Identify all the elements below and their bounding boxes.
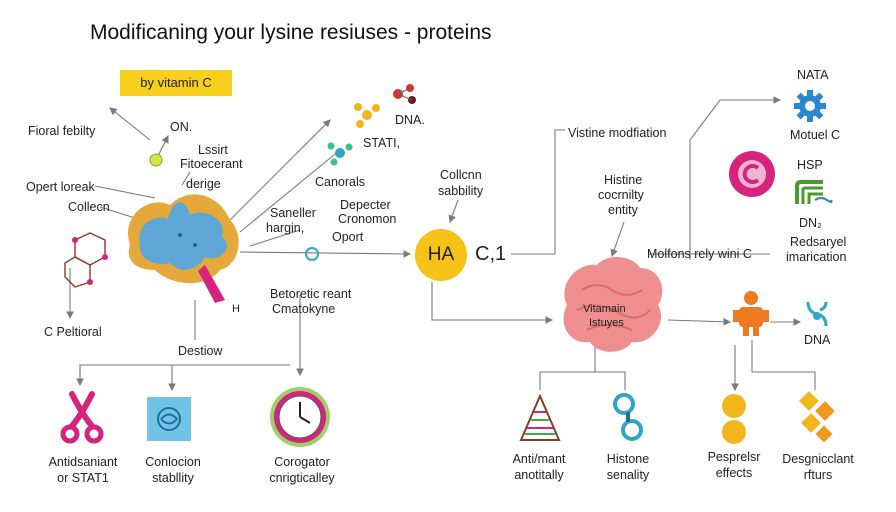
collagen-box-icon xyxy=(147,397,191,441)
label-histine: Histine xyxy=(604,173,643,187)
label-fitoecerant: Fitoecerant xyxy=(180,157,243,171)
bottom-label-5-line2: senality xyxy=(606,468,650,482)
label-cronomon: Cronomon xyxy=(338,212,397,226)
page-title: Modificaning your lysine resiuses - prot… xyxy=(90,21,492,44)
protein-structure-icon xyxy=(128,194,239,303)
bottom-label-3-line2: cnrigticalley xyxy=(269,471,335,485)
label-vitamain: Vitamain xyxy=(583,303,626,315)
bottom-label-4-line2: anotitally xyxy=(514,468,564,482)
label-redsaryel: Redsaryel xyxy=(790,235,847,249)
ha-node: HA xyxy=(415,229,467,281)
label-lssirt: Lssirt xyxy=(198,143,228,157)
label-stati: STATI, xyxy=(363,136,401,150)
label-on: ON. xyxy=(170,120,193,134)
hsp-wave-icon xyxy=(795,180,833,204)
label-oport: Oport xyxy=(332,230,364,244)
person-icon xyxy=(733,291,769,336)
bottom-label-2-line1: Conlocion xyxy=(145,455,201,469)
stat1-molecule-icon xyxy=(354,103,380,128)
label-betoretic-reant: Betoretic reant xyxy=(270,287,352,301)
label-c-peltioral: C Peltioral xyxy=(44,325,102,339)
label-entity: entity xyxy=(608,203,638,217)
bottom-label-2-line2: stabllity xyxy=(152,471,194,485)
antioxidant-scissors-icon xyxy=(60,391,104,444)
label-destiow: Destiow xyxy=(178,344,223,358)
bottom-label-5-line1: Histone xyxy=(606,452,650,466)
puzzle-icon xyxy=(799,391,835,443)
label-dn2: DN₂ xyxy=(799,216,822,230)
label-motuel-c: Motuel C xyxy=(790,128,841,142)
label-fioral-febilty: Fioral febilty xyxy=(28,124,96,138)
label-opert-loreak: Opert loreak xyxy=(26,180,95,194)
label-cocrnilty: cocrnilty xyxy=(598,188,644,202)
vitamin-c-icon xyxy=(729,151,775,197)
clock-icon xyxy=(270,387,330,447)
bottom-label-1-line1: Antidsaniant xyxy=(48,455,118,469)
label-derige: derige xyxy=(186,177,221,191)
label-dna-top: DNA. xyxy=(395,113,425,127)
dna-molecule-icon xyxy=(393,84,416,104)
bottom-label-6-line2: effects xyxy=(715,466,753,480)
bottom-label-4-line1: Anti/mant xyxy=(512,452,566,466)
label-hargin: hargin, xyxy=(266,221,305,235)
label-molfons-rely: Molfons rely wini C xyxy=(647,247,752,261)
label-collecn: Collecn xyxy=(68,200,110,214)
atom-small-icon xyxy=(149,153,163,167)
bottom-label-3-line1: Corogator xyxy=(274,455,330,469)
label-saneller: Saneller xyxy=(270,206,316,220)
bottom-label-1-line2: or STAT1 xyxy=(57,471,109,485)
brain-tissue-icon xyxy=(563,257,663,352)
bottom-label-7-line1: Desgnicclant xyxy=(782,452,854,466)
label-hsp: HSP xyxy=(797,158,823,172)
bottom-label-7-line2: rfturs xyxy=(803,468,833,482)
label-imarication: imarication xyxy=(786,250,847,264)
histone-link-icon xyxy=(613,393,643,441)
label-istuyes: Istuyes xyxy=(589,317,624,329)
label-cmatokyne: Cmatokyne xyxy=(272,302,336,316)
label-depecter: Depecter xyxy=(340,198,391,212)
label-collcnn: Collcnn xyxy=(440,168,482,182)
oport-small-icon xyxy=(305,247,319,261)
molecule-structure-icon xyxy=(64,232,108,288)
label-vistine-modfiation: Vistine modfiation xyxy=(568,126,667,140)
label-h: H xyxy=(232,303,240,315)
bottom-label-6-line1: Pesprelsr xyxy=(707,450,761,464)
yellow-dots-icon xyxy=(722,394,746,444)
label-nata: NATA xyxy=(797,68,829,82)
vitamin-c-badge: by vitamin C xyxy=(120,70,232,96)
dna-helix-icon xyxy=(519,394,561,441)
label-dna-right: DNA xyxy=(804,333,831,347)
label-sabbility: sabbility xyxy=(438,184,484,198)
label-canorals: Canorals xyxy=(315,175,366,189)
c1-label: C,1 xyxy=(475,243,507,265)
gear-icon xyxy=(794,90,826,122)
dna-right-icon xyxy=(806,301,828,327)
canorals-molecule-icon xyxy=(327,142,353,166)
